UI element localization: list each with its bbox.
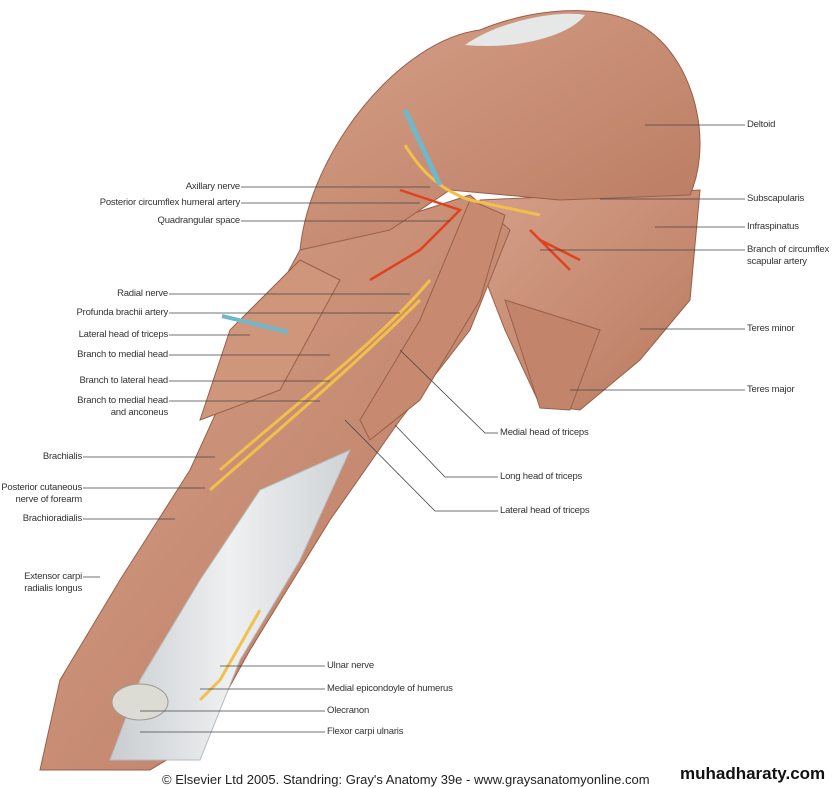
- label-branch-medial-head-anconeus: Branch to medial head and anconeus: [77, 395, 168, 418]
- leader-lines: [83, 124, 745, 733]
- deltoid-tendon: [465, 13, 585, 46]
- label-quadrangular-space: Quadrangular space: [157, 215, 241, 226]
- probe-lower: [221, 314, 289, 334]
- label-deltoid: Deltoid: [747, 119, 776, 130]
- label-ulnar-nerve: Ulnar nerve: [327, 660, 374, 671]
- label-branch-medial-head: Branch to medial head: [77, 349, 168, 360]
- label-teres-minor: Teres minor: [747, 323, 795, 334]
- label-infraspinatus: Infraspinatus: [747, 221, 799, 232]
- tendon-area: [109, 449, 351, 761]
- label-flexor-carpi-ulnaris: Flexor carpi ulnaris: [327, 726, 404, 737]
- label-posterior-cutaneous-nerve: Posterior cutaneous nerve of forearm: [1, 482, 82, 505]
- label-medial-head-triceps: Medial head of triceps: [500, 427, 589, 438]
- label-extensor-carpi-radialis-longus: Extensor carpi radialis longus: [24, 571, 82, 594]
- label-branch-circumflex-scapular-artery: Branch of circumflex scapular artery: [747, 244, 830, 267]
- label-brachioradialis: Brachioradialis: [22, 513, 83, 524]
- copyright-footer: © Elsevier Ltd 2005. Standring: Gray's A…: [162, 772, 650, 787]
- label-axillary-nerve: Axillary nerve: [185, 181, 240, 192]
- watermark: muhadharaty.com: [680, 764, 826, 783]
- teres-major-muscle: [504, 299, 601, 411]
- label-medial-epicondyle: Medial epicondoyle of humerus: [327, 683, 453, 694]
- label-profunda-brachii-artery: Profunda brachii artery: [76, 307, 168, 318]
- olecranon: [111, 683, 169, 721]
- nerves: [198, 144, 541, 702]
- label-branch-lateral-head: Branch to lateral head: [79, 375, 168, 386]
- label-posterior-circumflex-humeral-artery: Posterior circumflex humeral artery: [99, 197, 240, 208]
- label-radial-nerve: Radial nerve: [117, 288, 168, 299]
- label-long-head-triceps: Long head of triceps: [500, 471, 583, 482]
- label-lateral-head-triceps: Lateral head of triceps: [78, 329, 169, 340]
- long-head-triceps: [359, 199, 506, 441]
- label-subscapularis: Subscapularis: [747, 193, 805, 204]
- lateral-head-flap: [199, 259, 341, 421]
- probe-upper: [402, 108, 443, 187]
- label-olecranon: Olecranon: [327, 705, 370, 716]
- label-teres-major: Teres major: [747, 384, 795, 395]
- label-brachialis: Brachialis: [42, 451, 82, 462]
- label-lateral-head-triceps-2: Lateral head of triceps: [500, 505, 590, 516]
